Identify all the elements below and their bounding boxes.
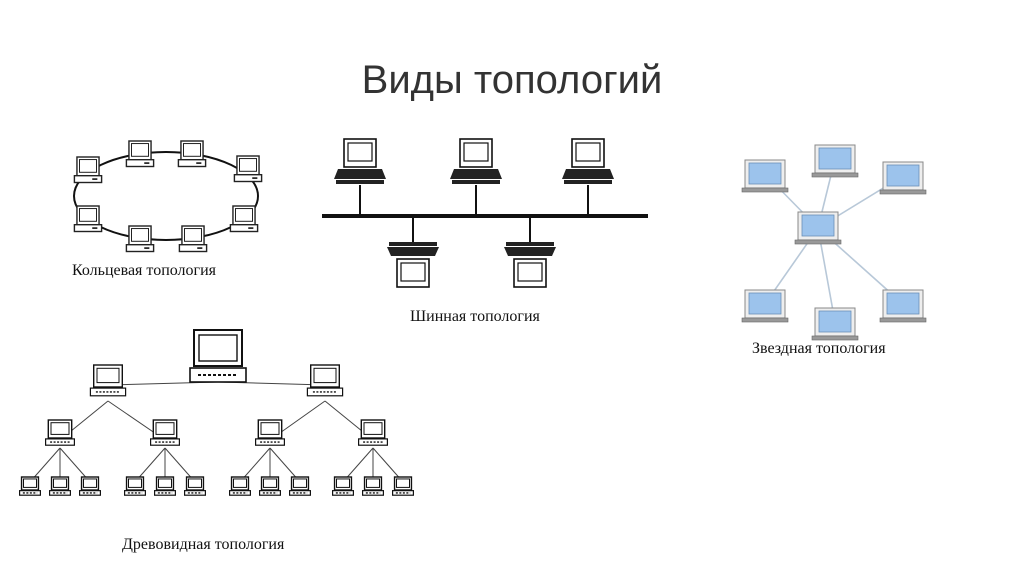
computer-icon: [44, 419, 75, 446]
computer-icon: [332, 476, 355, 496]
computer-icon: [125, 140, 155, 168]
computer-icon: [178, 225, 208, 253]
computer-icon: [73, 156, 103, 184]
computer-icon: [229, 476, 252, 496]
laptop-icon: [741, 159, 789, 193]
computer-icon: [392, 476, 415, 496]
bus-topology-diagram: [322, 138, 648, 288]
computer-icon: [123, 476, 146, 496]
computer-icon: [289, 476, 312, 496]
computer-icon: [184, 476, 207, 496]
computer-icon: [150, 419, 181, 446]
laptop-icon: [879, 289, 927, 323]
star-topology-caption: Звездная топология: [752, 340, 886, 357]
ring-cable: [73, 151, 259, 241]
computer-icon: [259, 476, 282, 496]
laptop-icon: [794, 211, 842, 245]
computer-icon: [125, 225, 155, 253]
computer-icon: [229, 205, 259, 233]
computer-icon: [255, 419, 286, 446]
computer-icon: [233, 155, 263, 183]
laptop-icon: [811, 144, 859, 178]
ring-topology-diagram: [73, 140, 263, 253]
laptop-icon: [879, 161, 927, 195]
slide-title: Виды топологий: [361, 58, 663, 102]
computer-icon: [450, 138, 502, 184]
computer-icon: [306, 364, 344, 397]
tree-topology-caption: Древовидная топология: [122, 536, 285, 553]
computer-icon: [387, 242, 439, 288]
computer-icon: [154, 476, 177, 496]
computer-icon: [362, 476, 385, 496]
laptop-icon: [811, 307, 859, 341]
computer-icon: [504, 242, 556, 288]
computer-icon: [177, 140, 207, 168]
bus-topology-caption: Шинная топология: [410, 308, 540, 325]
tree-topology-diagram: [19, 329, 415, 496]
computer-icon: [89, 364, 127, 397]
star-topology-diagram: [741, 144, 927, 341]
computer-icon: [189, 329, 247, 383]
computer-icon: [358, 419, 389, 446]
computer-icon: [48, 476, 71, 496]
computer-icon: [334, 138, 386, 184]
computer-icon: [78, 476, 101, 496]
laptop-icon: [741, 289, 789, 323]
computer-icon: [73, 205, 103, 233]
computer-icon: [562, 138, 614, 184]
computer-icon: [19, 476, 41, 496]
ring-topology-caption: Кольцевая топология: [72, 262, 217, 279]
